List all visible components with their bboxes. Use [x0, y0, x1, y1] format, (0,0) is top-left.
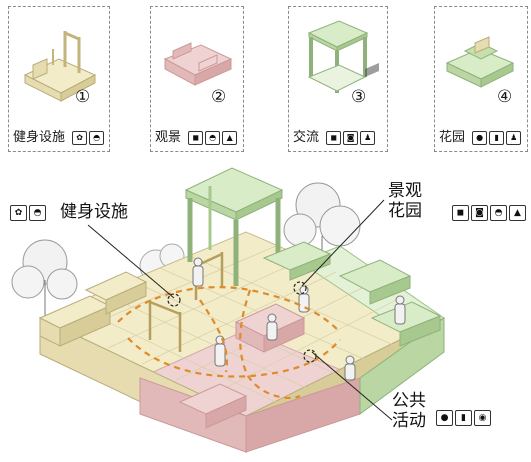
module-card-fitness: ① 健身设施 ✿ ◓	[8, 6, 110, 152]
exchange-module-illustration	[307, 20, 379, 93]
bottle-icon: ▮	[489, 130, 505, 145]
hat-icon: ◓	[29, 205, 46, 221]
person-figure	[344, 355, 356, 381]
person-icon: ♟	[360, 130, 376, 145]
bottle-icon: ▮	[455, 410, 472, 426]
module-label-garden: 花园	[439, 130, 466, 145]
tree-left	[11, 239, 78, 318]
module-label-row-garden: 花园 ● ▮ ♟	[439, 126, 522, 145]
module-number-2: ②	[211, 87, 227, 107]
person-figure	[266, 313, 278, 341]
person-figure	[192, 257, 204, 287]
circulation-paths	[117, 286, 341, 400]
module-number-4: ④	[497, 87, 513, 107]
pavilion	[184, 167, 284, 286]
person-figure	[394, 295, 406, 325]
fitness-steps	[38, 271, 148, 347]
chat-icon: ◼	[188, 130, 204, 145]
garden-annotation-label-line2: 花园	[388, 201, 422, 221]
ball-icon: ◉	[474, 410, 491, 426]
camera-icon: ◙	[343, 130, 359, 145]
fitness-icon: ✿	[10, 205, 27, 221]
viewing-seats	[178, 303, 306, 429]
mountain-icon: ▲	[509, 205, 526, 221]
speech-bubble-icon: ●	[436, 410, 453, 426]
fitness-icon: ✿	[72, 130, 88, 145]
module-label-row-exchange: 交流 ◼ ◙ ♟	[293, 126, 376, 145]
speech-bubble-icon: ●	[472, 130, 488, 145]
fitness-annotation-label: 健身设施	[60, 202, 128, 222]
public-annotation-label-line2: 活动	[392, 411, 426, 431]
leader-lines	[87, 199, 393, 421]
public-annotation-icons: ● ▮ ◉	[436, 410, 491, 426]
mountain-icon: ▲	[222, 130, 238, 145]
module-label-viewing: 观景	[155, 130, 182, 145]
person-figure	[214, 335, 226, 367]
public-annotation-label-line1: 公共	[392, 391, 426, 411]
chat-icon: ◼	[326, 130, 342, 145]
person-icon: ♟	[506, 130, 522, 145]
fitness-annotation-icons: ✿ ◓	[10, 205, 46, 221]
module-label-fitness: 健身设施	[13, 130, 66, 145]
module-card-exchange: ③ 交流 ◼ ◙ ♟	[288, 6, 388, 152]
chat-icon: ◼	[452, 205, 469, 221]
viewing-module-illustration	[163, 42, 233, 86]
module-label-row-viewing: 观景 ◼ ◓ ▲	[155, 126, 238, 145]
fitness-module-illustration	[23, 31, 97, 102]
camera-icon: ◙	[471, 205, 488, 221]
garden-annotation-icons: ◼ ◙ ◓ ▲	[452, 205, 526, 221]
module-card-garden: ④ 花园 ● ▮ ♟	[434, 6, 528, 152]
garden-planters	[262, 241, 442, 347]
module-number-1: ①	[75, 87, 91, 107]
garden-annotation-label-line1: 景观	[388, 181, 422, 201]
highlight-circles	[167, 281, 317, 363]
module-label-row-fitness: 健身设施 ✿ ◓	[13, 126, 105, 145]
hat-icon: ◓	[490, 205, 507, 221]
module-card-viewing: ② 观景 ◼ ◓ ▲	[150, 6, 244, 152]
module-number-3: ③	[351, 87, 367, 107]
garden-module-illustration	[445, 36, 515, 88]
hat-icon: ◓	[89, 130, 105, 145]
people	[192, 257, 406, 381]
module-label-exchange: 交流	[293, 130, 320, 145]
hat-icon: ◓	[205, 130, 221, 145]
